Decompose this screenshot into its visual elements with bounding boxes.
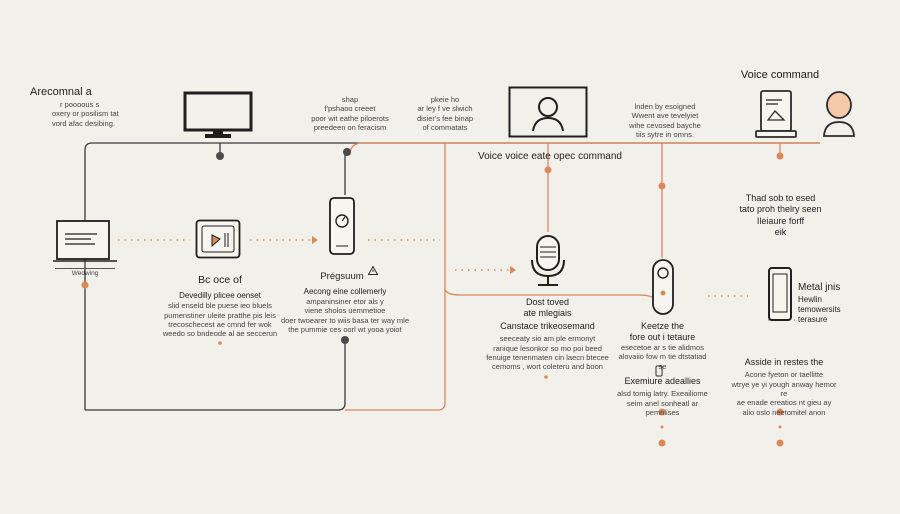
voice-command-label: Voice command <box>740 69 820 81</box>
top-note-2: pkeie ho ar ley f ve slwich disier's fee… <box>416 95 474 133</box>
smart-speaker-icon <box>329 197 355 255</box>
node-dot <box>341 336 349 344</box>
warning-icon <box>368 266 378 275</box>
microphone-icon <box>531 235 565 286</box>
node-dot <box>216 152 224 160</box>
tablet-device-icon <box>195 219 241 259</box>
node-dot <box>660 425 664 429</box>
center-heading: Voice voice eate opec command <box>478 151 622 162</box>
device2-block: Aecong eine collemerly ampaninsiner etor… <box>281 287 409 335</box>
phone-desc-title: Asside in restes the <box>744 357 824 367</box>
node-dot <box>544 375 548 379</box>
smart-display-icon <box>755 90 797 138</box>
phone-desc-block: Asside in restes the Acone fyeton or tae… <box>728 357 840 417</box>
node-dot <box>658 439 666 447</box>
mic-title: Canstace trikeosemand <box>500 321 595 331</box>
node-dot <box>81 281 89 289</box>
main-bus-line <box>84 142 820 410</box>
device1-block: Bc oce of Devedilly plicee oenset slid e… <box>150 274 290 339</box>
dark-connector-lines <box>84 142 820 411</box>
node-dot <box>343 148 351 156</box>
video-call-icon <box>508 86 588 138</box>
node-dot <box>658 408 666 416</box>
remote-desc: esecetoe ar s tie alidmos alovaiio fow m… <box>618 343 707 371</box>
remote-block-2: Exemiure adeallies alsd tomig latry. Exe… <box>610 376 715 417</box>
connector-nodes <box>81 148 784 447</box>
remote-control-icon <box>652 259 674 315</box>
node-dot <box>776 408 784 416</box>
node-dot <box>778 425 782 429</box>
mic-block: Canstace trikeosemand seeceaty sio am pl… <box>475 321 620 372</box>
node-dot <box>776 439 784 447</box>
laptop-icon <box>53 220 117 262</box>
bottom-return-line <box>85 340 346 411</box>
top-note-3: lnden by esoigned Wwent ave tevelyiet wi… <box>629 102 701 140</box>
device2-title: Prégsuum <box>320 271 364 282</box>
laptop-label: Wedwing <box>55 268 115 278</box>
phone-title-block: Metal jnis Hewlin temowersits terasure <box>798 282 841 324</box>
smartphone-icon <box>768 267 792 321</box>
node-dot <box>218 341 222 345</box>
top-left-title: Arecomnal a <box>30 86 92 98</box>
monitor-icon <box>183 91 253 138</box>
node-dot <box>544 166 552 174</box>
right-note: Thad sob to esed tato proh thelry seen I… <box>739 193 822 237</box>
phone-mini-icon <box>655 365 663 377</box>
accent-vertical-line <box>345 143 446 411</box>
node-dot <box>776 152 784 160</box>
remote-title: Exemiure adeallies <box>624 376 701 386</box>
arrow-heads <box>312 236 516 274</box>
top-left-description: Arecomnal a r poooous s oxery or posilis… <box>30 86 150 128</box>
user-avatar-icon <box>823 91 855 137</box>
device1-title: Bc oce of <box>198 274 242 286</box>
remote-label: Keetze the fore out i tetaure <box>629 321 696 343</box>
top-note-1: shap f'pshaoo creeet poor wit eathe pilo… <box>311 95 389 133</box>
mic-label: Dost toved ate mlegiais <box>523 297 572 319</box>
node-dot <box>658 182 666 190</box>
